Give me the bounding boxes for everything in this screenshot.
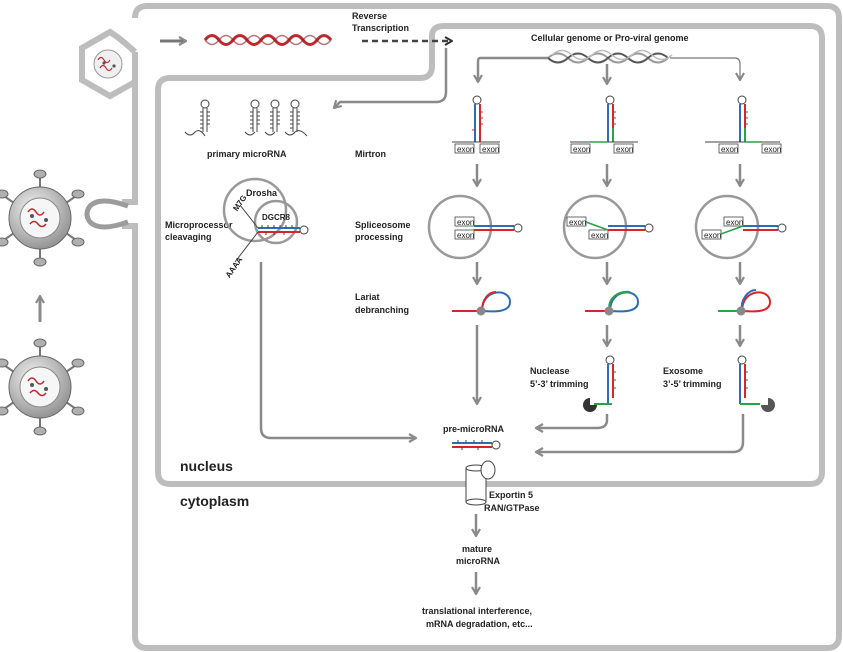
exon-label: exon: [764, 145, 781, 154]
spliceosome-label-2: processing: [355, 232, 403, 242]
drosha-label: Drosha: [246, 188, 278, 198]
virus-particle-top: [0, 169, 85, 267]
microprocessor-to-pre-mirna-arrow: [259, 262, 418, 443]
spliceosome-1: exon exon: [427, 194, 523, 260]
mature-microrna-label: mature: [462, 544, 492, 554]
microprocessor-complex: [222, 177, 309, 263]
receptor: [84, 198, 129, 230]
nucleus-label: nucleus: [180, 458, 233, 474]
exon-label: exon: [457, 145, 474, 154]
cell-membrane: [122, 3, 842, 651]
primary-microrna-hairpins: [184, 99, 308, 137]
microprocessor-label-2: cleavaging: [165, 232, 212, 242]
polya-label: AAAA: [224, 255, 245, 279]
exon-label: exon: [704, 231, 721, 240]
exon-label: exon: [616, 145, 633, 154]
cytoplasm-label: cytoplasm: [180, 493, 249, 509]
lariat-label: Lariat: [355, 292, 380, 302]
virus-particle-bottom: [0, 338, 85, 436]
nucleus-membrane: [155, 23, 825, 487]
lariat-1: [452, 291, 512, 316]
nuclease-hairpin: [583, 355, 616, 412]
endosome-content: [93, 49, 123, 79]
microprocessor-label: Microprocessor: [165, 220, 233, 230]
reverse-transcription-label-2: Transcription: [352, 23, 409, 33]
exon-label: exon: [591, 231, 608, 240]
exon-label: exon: [573, 145, 590, 154]
genome-dna: [547, 49, 673, 64]
outcome-label: translational interference,: [422, 606, 532, 616]
exon-label: exon: [457, 231, 474, 240]
mirtron-label: Mirtron: [355, 149, 386, 159]
spliceosome-3: exon exon: [694, 194, 787, 260]
exportin-5-pore: [465, 460, 496, 506]
nuclease-label-2: 5’-3’ trimming: [530, 379, 589, 389]
mature-microrna-label-2: microRNA: [456, 556, 501, 566]
spliceosome-2: exon exon: [562, 194, 654, 260]
lariat-3: [718, 289, 772, 316]
exosome-hairpin: [737, 355, 775, 412]
exon-label: exon: [721, 145, 738, 154]
exportin-label-2: RAN/GTPase: [484, 503, 540, 513]
exosome-label: Exosome: [663, 366, 703, 376]
primary-microrna-label: primary microRNA: [207, 149, 287, 159]
mirtron-1: exon exon: [452, 95, 500, 154]
reverse-transcription-label: Reverse: [352, 11, 387, 21]
spliceosome-label: Spliceosome: [355, 220, 411, 230]
pre-microrna: [452, 440, 501, 450]
lariat-2: [585, 290, 640, 316]
exon-label: exon: [726, 218, 743, 227]
mirtron-3: exon exon: [705, 95, 782, 154]
pre-microrna-label: pre-microRNA: [443, 424, 505, 434]
exon-label: exon: [482, 145, 499, 154]
nuclease-label: Nuclease: [530, 366, 570, 376]
exon-label: exon: [569, 218, 586, 227]
dgcr8-label: DGCR8: [262, 213, 291, 222]
exosome-label-2: 3’-5’ trimming: [663, 379, 722, 389]
endosome-membrane: [79, 28, 138, 100]
exportin-label: Exportin 5: [489, 490, 533, 500]
outcome-label-2: mRNA degradation, etc...: [426, 619, 533, 629]
viral-rna: [203, 34, 333, 46]
exon-label: exon: [457, 218, 474, 227]
lariat-label-2: debranching: [355, 305, 409, 315]
mirtron-2: exon exon: [570, 95, 638, 154]
genome-label: Cellular genome or Pro-viral genome: [531, 33, 689, 43]
